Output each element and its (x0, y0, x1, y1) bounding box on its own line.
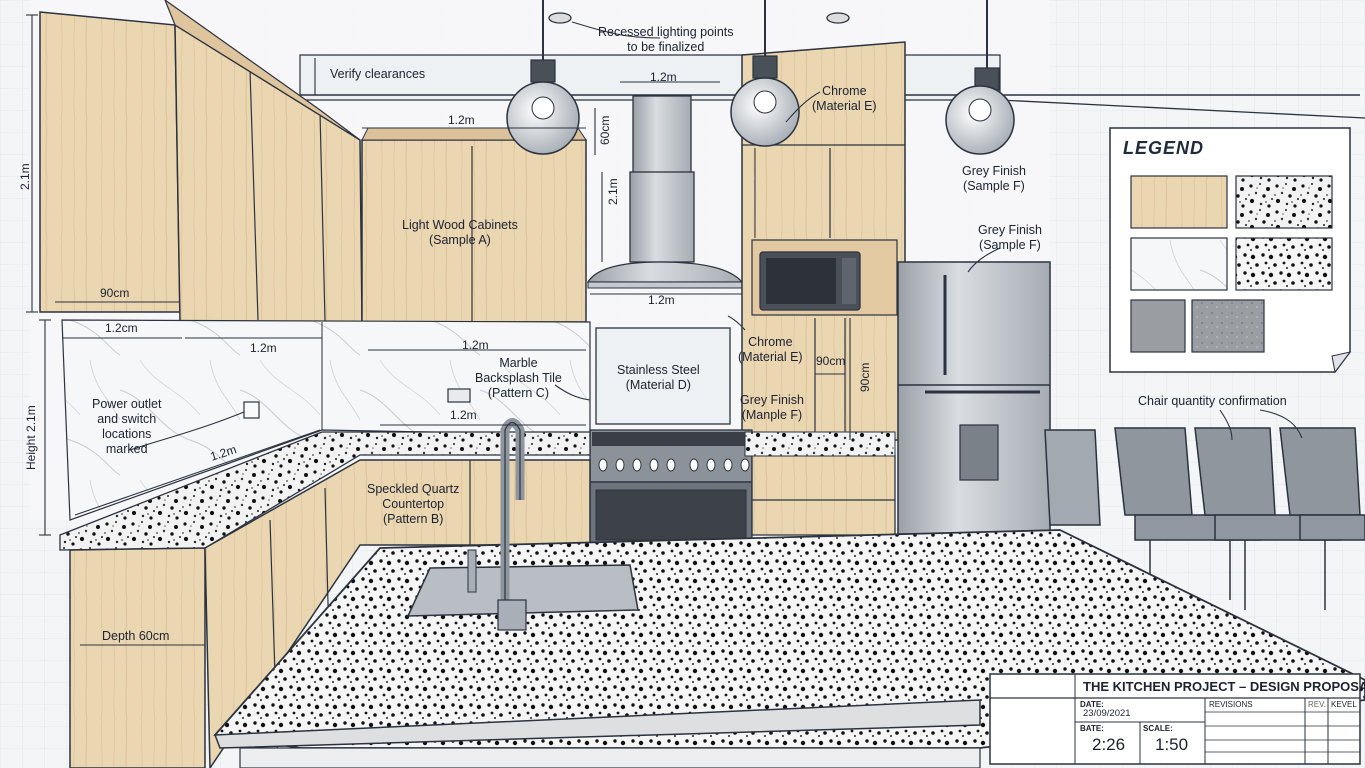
dim-backsplash-left: 1.2cm (105, 321, 138, 335)
faucet (497, 599, 527, 631)
dim-hood-height: 2.1m (606, 178, 620, 205)
dim-upper-cabinet: 1.2m (448, 113, 475, 127)
dim-hood-base: 1.2m (648, 293, 675, 307)
label-grey-finish-top: Grey Finish(Sample F) (962, 164, 1026, 193)
upper-cabinets-left (39, 0, 363, 323)
label-light-wood-cabinets: Light Wood Cabinets(Sample A) (402, 218, 518, 247)
range-hood (586, 95, 744, 289)
dim-backsplash-mid: 1.2m (250, 341, 277, 355)
title-block-title: THE KITCHEN PROJECT – DESIGN PROPOSAL (1083, 679, 1365, 694)
bar-chairs (1044, 427, 1365, 610)
legend-title: LEGEND (1123, 138, 1205, 158)
dim-backsplash-right: 1.2m (462, 338, 489, 352)
title-block-revisions: REVISIONS (1209, 700, 1253, 709)
water-dispenser (959, 424, 999, 481)
legend-swatch-dark-speckle (1235, 237, 1333, 291)
dim-side-height: 90cm (858, 362, 872, 392)
legend-swatch-grey-solid (1130, 299, 1186, 353)
title-block-kevel: KEVEL (1331, 700, 1357, 709)
power-outlet-icon (243, 401, 260, 419)
title-block-rev: REV. (1308, 700, 1326, 709)
legend-sheet (1109, 127, 1352, 374)
dim-hood-chimney: 60cm (598, 115, 612, 145)
l-shaped-countertop (59, 431, 591, 768)
stainless-backsplash (595, 327, 731, 425)
title-block-date-value: 23/09/2021 (1083, 708, 1131, 719)
label-chrome-top: Chrome(Material E) (812, 84, 877, 113)
legend-swatch-light-wood (1130, 175, 1228, 229)
dim-counter: 1.2m (450, 408, 477, 422)
title-block (989, 673, 1361, 765)
pendant-lights (506, 0, 1015, 155)
title-block-scale-label: SCALE: (1143, 724, 1173, 733)
dim-hood-top: 1.2m (650, 70, 677, 84)
recessed-light-icon (548, 12, 572, 24)
dim-height-lower: Height 2.1m (24, 405, 38, 470)
sink (406, 564, 639, 617)
refrigerator (897, 261, 1051, 535)
legend-swatch-white-marble (1130, 237, 1228, 291)
title-block-bate-value: 2:26 (1092, 735, 1126, 754)
label-depth: Depth 60cm (102, 629, 170, 643)
recessed-light-icon (826, 12, 850, 24)
label-chrome-mid: Chrome(Material E) (738, 335, 803, 364)
label-chair-quantity: Chair quantity confirmation (1138, 394, 1287, 408)
switch-icon (447, 388, 471, 403)
label-verify-clearances: Verify clearances (330, 67, 426, 81)
title-block-date-label: DATE: (1080, 700, 1104, 709)
label-stainless-steel: Stainless Steel(Material D) (617, 363, 700, 392)
legend-swatch-grey-texture (1191, 299, 1265, 353)
title-block-bate-label: BATE: (1080, 724, 1104, 733)
dim-height-upper: 2.1m (18, 163, 32, 190)
dim-side-panel: 90cm (816, 354, 846, 368)
dimension-lines (26, 14, 1303, 646)
dim-upper-width: 90cm (100, 286, 130, 300)
label-grey-finish-manple: Grey Finish(Manple F) (740, 393, 804, 422)
title-block-scale-value: 1:50 (1155, 735, 1189, 754)
gas-range (589, 429, 753, 545)
legend-swatch-speckled-quartz (1235, 175, 1333, 229)
label-grey-finish-fridge: Grey Finish(Sample F) (978, 223, 1042, 252)
